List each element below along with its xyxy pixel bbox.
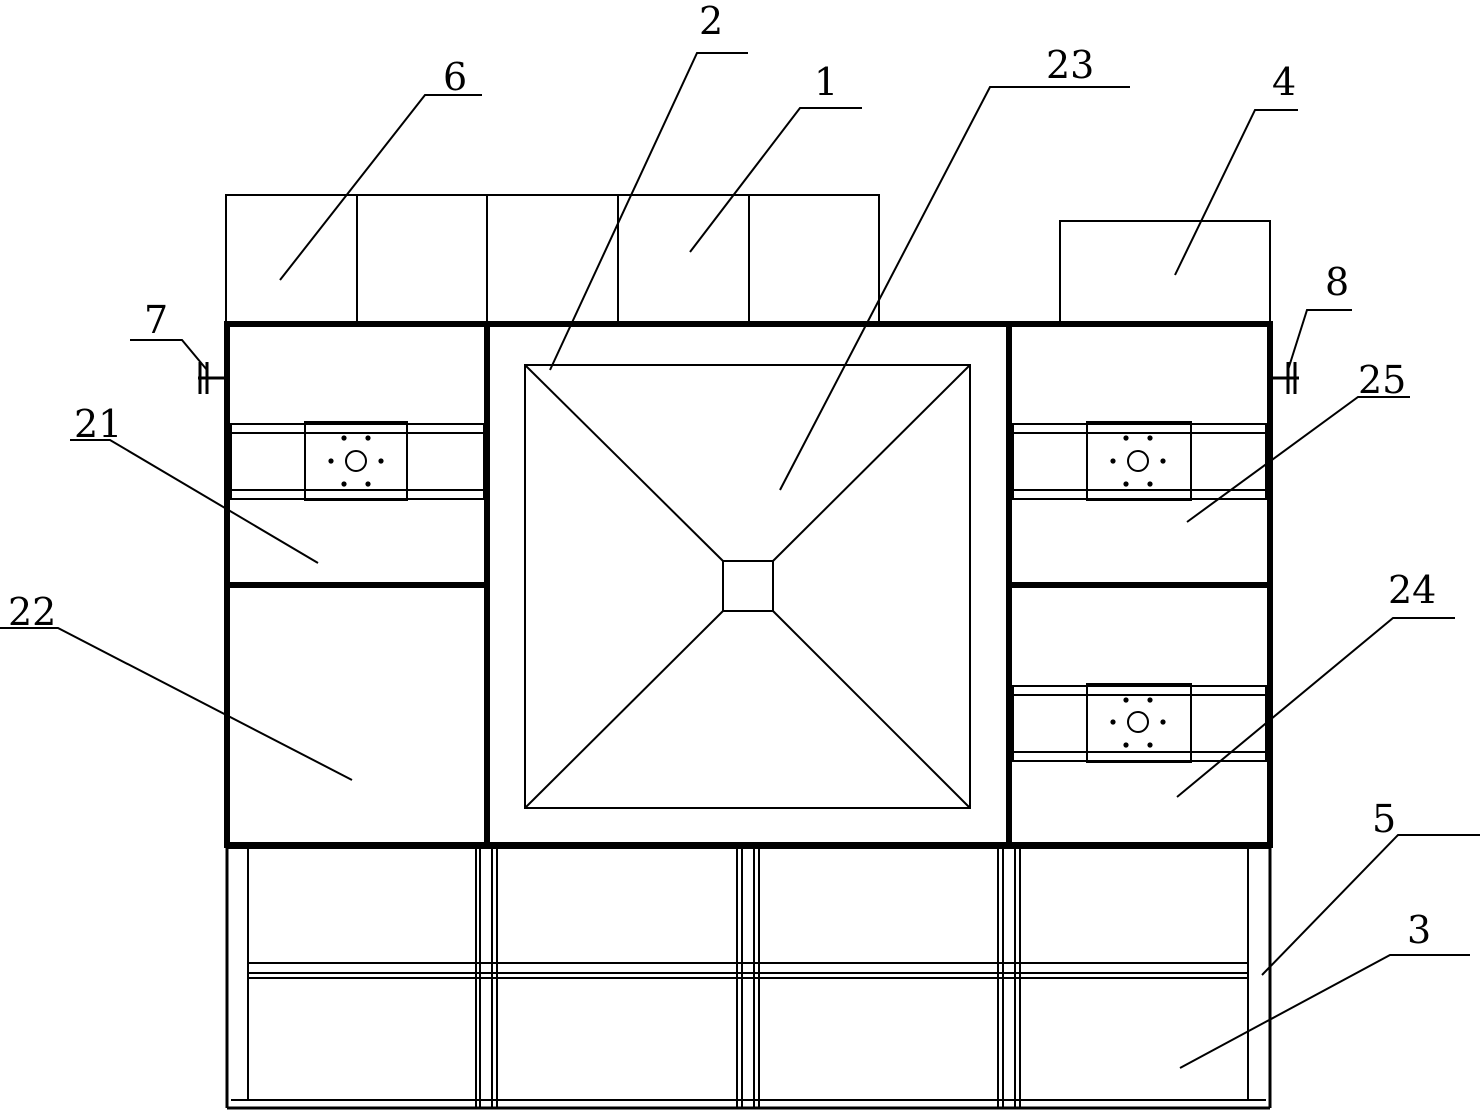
rail-module-left: [230, 421, 485, 501]
main-frame: [224, 321, 1273, 848]
label-8: 8: [1325, 260, 1349, 304]
left-pipe-fitting: [198, 362, 227, 394]
label-25: 25: [1358, 358, 1406, 402]
label-24: 24: [1388, 568, 1436, 612]
label-21: 21: [74, 402, 122, 446]
top-box-row: [225, 194, 880, 323]
right-pipe-fitting: [1270, 362, 1299, 394]
label-2: 2: [699, 0, 723, 43]
label-22: 22: [8, 590, 56, 634]
base-frame: [225, 847, 1272, 1110]
label-7: 7: [144, 298, 168, 342]
central-hopper: [524, 364, 971, 809]
part-labels: 6 2 1 23 4 7 8 21 22 25 24 5 3: [8, 0, 1436, 952]
label-1: 1: [814, 60, 838, 104]
top-right-box: [1059, 220, 1271, 323]
rail-module-right-upper: [1012, 421, 1267, 501]
label-23: 23: [1046, 43, 1094, 87]
label-3: 3: [1407, 908, 1431, 952]
label-6: 6: [443, 55, 467, 99]
label-4: 4: [1272, 60, 1296, 104]
label-5: 5: [1372, 797, 1396, 841]
leader-lines: [0, 52, 1480, 1069]
rail-module-right-lower: [1012, 683, 1267, 763]
